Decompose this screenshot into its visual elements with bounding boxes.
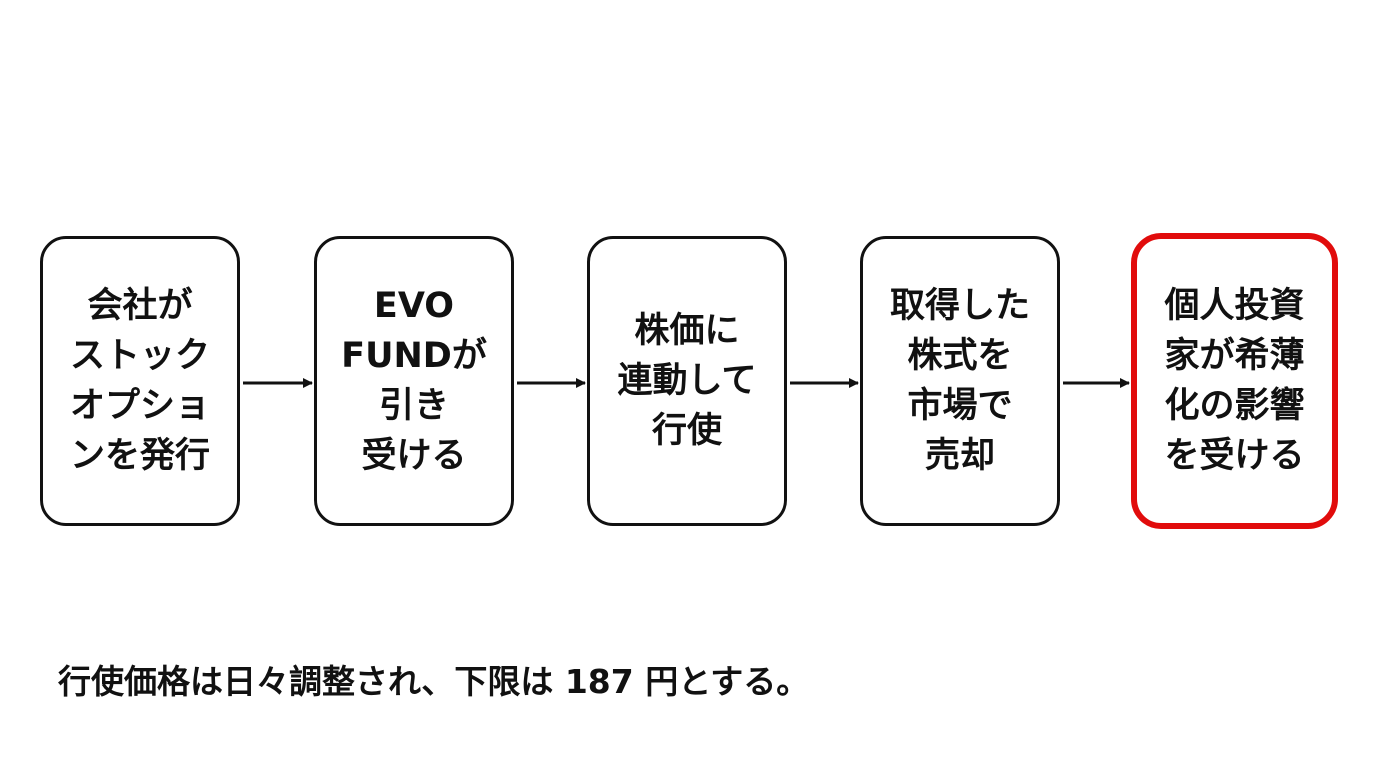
step-box-issue-options: 会社が ストック オプショ ンを発行 <box>40 236 240 526</box>
step-box-dilution-impact: 個人投資 家が希薄 化の影響 を受ける <box>1131 233 1338 529</box>
step-text: 株価に <box>634 311 740 351</box>
step-text: 行使 <box>651 411 722 451</box>
step-text: 市場で <box>907 386 1013 426</box>
step-text: EVO <box>373 286 455 326</box>
step-text: 化の影響 <box>1164 386 1305 426</box>
step-box-sell-on-market: 取得した 株式を 市場で 売却 <box>860 236 1060 526</box>
step-text: を受ける <box>1164 436 1305 476</box>
step-box-evo-fund-underwrites: EVO FUNDが 引き 受ける <box>314 236 514 526</box>
step-text: 株式を <box>907 336 1013 376</box>
step-text: 個人投資 <box>1164 286 1305 326</box>
step-text: 売却 <box>924 436 995 476</box>
step-text: ストック <box>69 336 210 376</box>
step-text: 会社が <box>87 286 193 326</box>
step-text: 連動して <box>617 361 757 401</box>
exercise-price-note: 行使価格は日々調整され、下限は 187 円とする。 <box>58 662 810 701</box>
step-text: FUNDが <box>341 336 487 376</box>
step-text: 受ける <box>361 436 467 476</box>
step-text: 家が希薄 <box>1164 336 1305 376</box>
step-text: オプショ <box>69 386 210 426</box>
step-text: 取得した <box>889 286 1030 326</box>
step-box-exercise: 株価に 連動して 行使 <box>587 236 787 526</box>
step-text: 引き <box>378 386 449 426</box>
step-text: ンを発行 <box>69 436 210 476</box>
